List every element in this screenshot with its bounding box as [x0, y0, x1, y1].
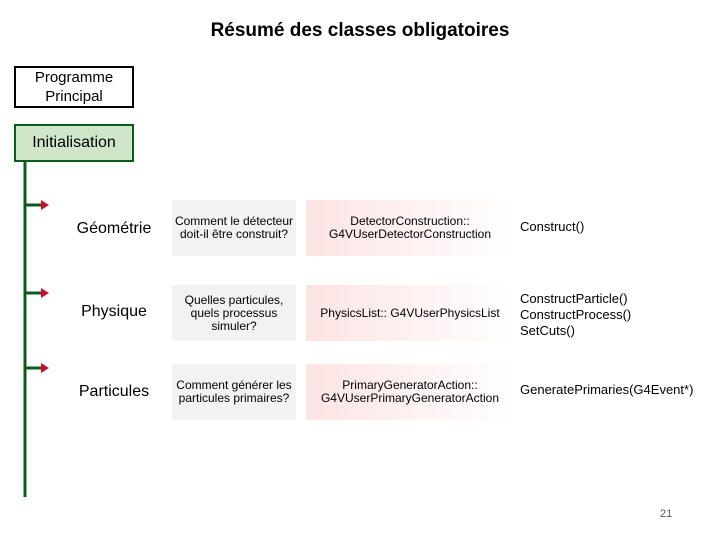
question-text: Comment le détecteur doit-il être constr… [174, 214, 294, 241]
methods-particules: GeneratePrimaries(G4Event*) [520, 382, 694, 397]
class-text: PhysicsList:: G4VUserPhysicsList [320, 305, 500, 320]
initialisation-label: Initialisation [32, 134, 116, 151]
class-text: DetectorConstruction:: G4VUserDetectorCo… [328, 214, 492, 241]
category-particules: Particules [78, 383, 150, 400]
arrow-tip-icon [41, 200, 49, 210]
main-program-label: Programme Principal [34, 69, 114, 105]
main-program-box: Programme Principal [14, 66, 134, 108]
initialisation-box: Initialisation [14, 124, 134, 162]
class-particules: PrimaryGeneratorAction:: G4VUserPrimaryG… [306, 364, 514, 420]
branch-arrow-physique [25, 288, 49, 298]
methods-geometrie: Construct() [520, 219, 585, 234]
question-text: Quelles particules, quels processus simu… [184, 292, 284, 333]
arrow-tip-icon [41, 363, 49, 373]
question-geometrie: Comment le détecteur doit-il être constr… [172, 200, 296, 256]
branch-arrow-geometrie [25, 200, 49, 210]
category-geometrie: Géométrie [76, 220, 152, 237]
arrow-tip-icon [41, 288, 49, 298]
branch-arrow-particules [25, 363, 49, 373]
class-text: PrimaryGeneratorAction:: G4VUserPrimaryG… [320, 378, 500, 405]
class-physique: PhysicsList:: G4VUserPhysicsList [306, 285, 514, 341]
question-physique: Quelles particules, quels processus simu… [172, 285, 296, 341]
page-title: Résumé des classes obligatoires [210, 20, 510, 41]
question-particules: Comment générer les particules primaires… [172, 364, 296, 420]
category-physique: Physique [81, 303, 147, 320]
methods-physique: ConstructParticle() ConstructProcess() S… [520, 291, 632, 338]
question-text: Comment générer les particules primaires… [176, 378, 292, 405]
page-number: 21 [660, 508, 673, 520]
class-geometrie: DetectorConstruction:: G4VUserDetectorCo… [306, 200, 514, 256]
